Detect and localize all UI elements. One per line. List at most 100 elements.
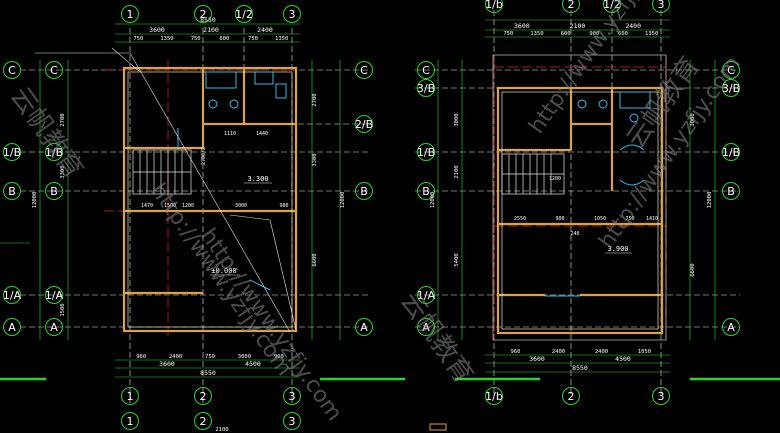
dimension-text: 900	[279, 203, 288, 209]
right-walls	[496, 86, 664, 335]
axis-bubble: C	[45, 61, 63, 79]
dimension-text: 2100	[570, 22, 586, 30]
axis-bubble-circle	[417, 79, 435, 97]
dimension-text: 3600	[529, 355, 545, 363]
right-roof-outline	[492, 54, 667, 341]
dimension-text: 750	[248, 36, 258, 42]
dimension-text: 3600	[159, 360, 175, 368]
axis-bubble: 1	[121, 412, 139, 430]
axis-bubble-label: 1	[127, 415, 134, 428]
axis-bubble-circle	[485, 0, 503, 13]
dimension-text: 1050	[638, 349, 651, 355]
axis-bubble: 3	[283, 387, 301, 405]
axis-bubble-label: A	[727, 321, 735, 334]
axis-bubble-circle	[417, 61, 435, 79]
axis-bubble-label: A	[8, 321, 16, 334]
dimension-text: 2400	[169, 354, 182, 360]
dimension-text: 5400	[454, 253, 460, 266]
title-block-marker	[429, 423, 447, 431]
axis-bubble-label: 3	[658, 390, 665, 403]
axis-bubble-circle	[3, 61, 21, 79]
axis-bubble-circle	[3, 143, 21, 161]
axis-bubble: A	[3, 318, 21, 336]
dimension-text: 4500	[245, 360, 261, 368]
axis-bubble-label: 3/B	[722, 82, 740, 95]
axis-bubble-circle	[121, 387, 139, 405]
axis-bubble-label: 1	[127, 8, 134, 21]
right-dim-lines	[437, 19, 780, 381]
axis-bubble-label: 1/2	[235, 8, 253, 21]
axis-bubble-label: 3/B	[417, 82, 435, 95]
left-fixtures	[177, 71, 287, 291]
axis-bubble: 1/B	[3, 143, 21, 161]
axis-bubble-circle	[45, 143, 63, 161]
dimension-text: 1350	[275, 36, 288, 42]
axis-bubble-circle	[417, 286, 435, 304]
axis-bubble-label: 3	[289, 390, 296, 403]
axis-bubble-label: 2/B	[355, 118, 373, 131]
dimension-text: 750	[503, 31, 513, 37]
axis-bubble-label: 3	[289, 415, 296, 428]
dimension-text: 1470	[141, 203, 153, 209]
axis-bubble-label: 2	[200, 415, 207, 428]
axis-bubble-circle	[3, 286, 21, 304]
axis-bubble: 1	[121, 387, 139, 405]
right-floor-plan	[415, 10, 780, 395]
dimension-text: 3300	[60, 165, 66, 178]
right-fixtures	[545, 91, 651, 297]
level-mark: 3.300	[247, 175, 268, 183]
axis-bubble-label: 1/B	[3, 146, 21, 159]
dimension-text: 1500	[164, 203, 176, 209]
axis-bubble: 2	[194, 412, 212, 430]
dimension-text: 2700	[60, 113, 66, 126]
dimension-text: 12000	[340, 192, 346, 209]
dimension-text: 750	[191, 36, 201, 42]
level-mark: 3.900	[607, 245, 628, 253]
left-stair	[132, 149, 192, 195]
axis-bubble-label: A	[360, 321, 368, 334]
axis-bubble-circle	[194, 387, 212, 405]
dimension-text: 2400	[257, 26, 273, 34]
axis-bubble-circle	[355, 61, 373, 79]
axis-bubble-circle	[355, 115, 373, 133]
axis-bubble-circle	[194, 5, 212, 23]
axis-bubble: B	[3, 182, 21, 200]
axis-bubble: 1/A	[45, 286, 64, 304]
axis-bubble: 3/B	[722, 79, 740, 97]
axis-bubble: C	[722, 61, 740, 79]
axis-bubble-circle	[355, 182, 373, 200]
axis-bubble-label: B	[727, 185, 735, 198]
axis-bubble: A	[355, 318, 373, 336]
axis-bubble-label: 3	[658, 0, 665, 11]
axis-bubble-circle	[235, 5, 253, 23]
left-walls	[122, 66, 298, 333]
dimension-text: 6600	[312, 253, 318, 266]
dimension-text: 1110	[224, 131, 236, 137]
dimension-text: 2100	[215, 427, 228, 433]
axis-bubble-circle	[722, 143, 740, 161]
axis-bubble: B	[722, 182, 740, 200]
axis-bubble: 3	[283, 5, 301, 23]
axis-bubble-circle	[485, 387, 503, 405]
dimension-text: 12000	[430, 192, 436, 209]
axis-bubble-label: 1/B	[417, 146, 435, 159]
axis-bubble-label: 1/A	[417, 289, 436, 302]
dimension-text: 3000	[690, 113, 696, 126]
axis-bubble: C	[3, 61, 21, 79]
axis-bubble-label: A	[422, 321, 430, 334]
axis-bubble: 1/2	[235, 5, 253, 23]
right-walls-inner	[501, 91, 659, 330]
axis-bubble: A	[45, 318, 63, 336]
axis-bubble-circle	[45, 61, 63, 79]
axis-bubble-circle	[45, 182, 63, 200]
axis-bubble: 3	[283, 412, 301, 430]
axis-bubble-circle	[722, 182, 740, 200]
axis-bubble-label: 1/B	[45, 146, 63, 159]
axis-bubble-circle	[3, 318, 21, 336]
dimension-text: 900	[589, 31, 599, 37]
dimension-text: 600	[219, 36, 229, 42]
axis-bubble: 1/A	[3, 286, 22, 304]
dimension-text: 1350	[160, 36, 173, 42]
axis-bubble-label: 2	[568, 0, 575, 11]
